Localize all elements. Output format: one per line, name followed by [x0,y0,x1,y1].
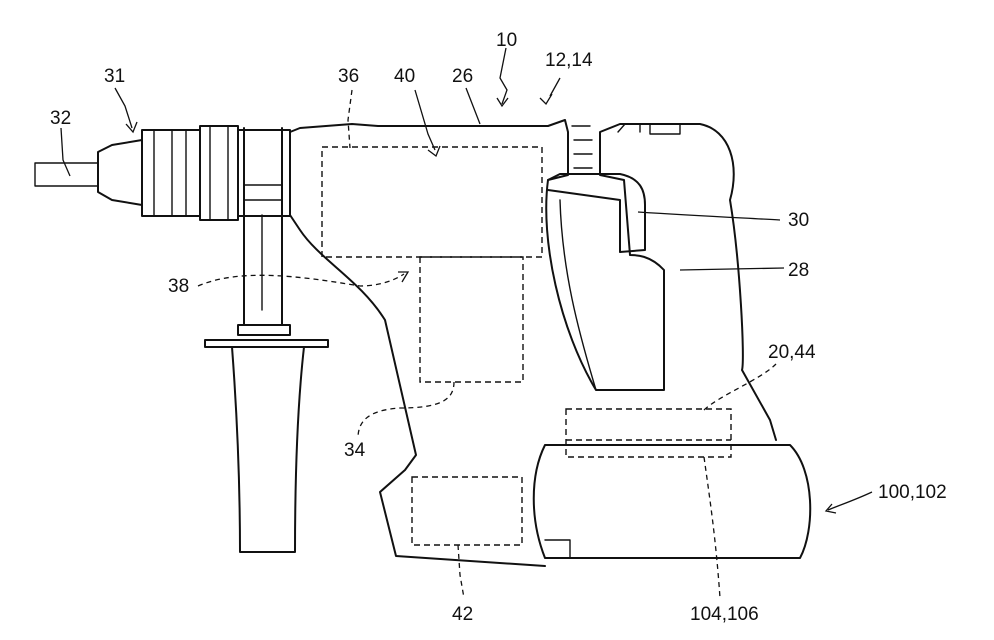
label-38: 38 [168,276,189,297]
electronics-box-42 [412,477,522,545]
motor-box-36 [322,147,542,257]
label-36: 36 [338,66,359,87]
label-32: 32 [50,108,71,129]
label-34: 34 [344,440,366,461]
gear-box-34 [420,257,523,382]
label-104-106: 104,106 [690,604,759,625]
label-10: 10 [496,30,517,51]
battery-pack [534,445,810,558]
label-40: 40 [394,66,415,87]
label-100-102: 100,102 [878,482,947,503]
label-42: 42 [452,604,473,625]
label-20-44: 20,44 [768,342,816,363]
label-31: 31 [104,66,125,87]
label-26: 26 [452,66,473,87]
label-28: 28 [788,260,809,281]
tool-holder-chuck [98,126,290,220]
interface-box-20-44 [566,409,731,457]
auxiliary-handle [205,128,328,552]
label-12-14: 12,14 [545,50,593,71]
label-30: 30 [788,210,809,231]
main-handle-with-trigger [548,174,645,390]
